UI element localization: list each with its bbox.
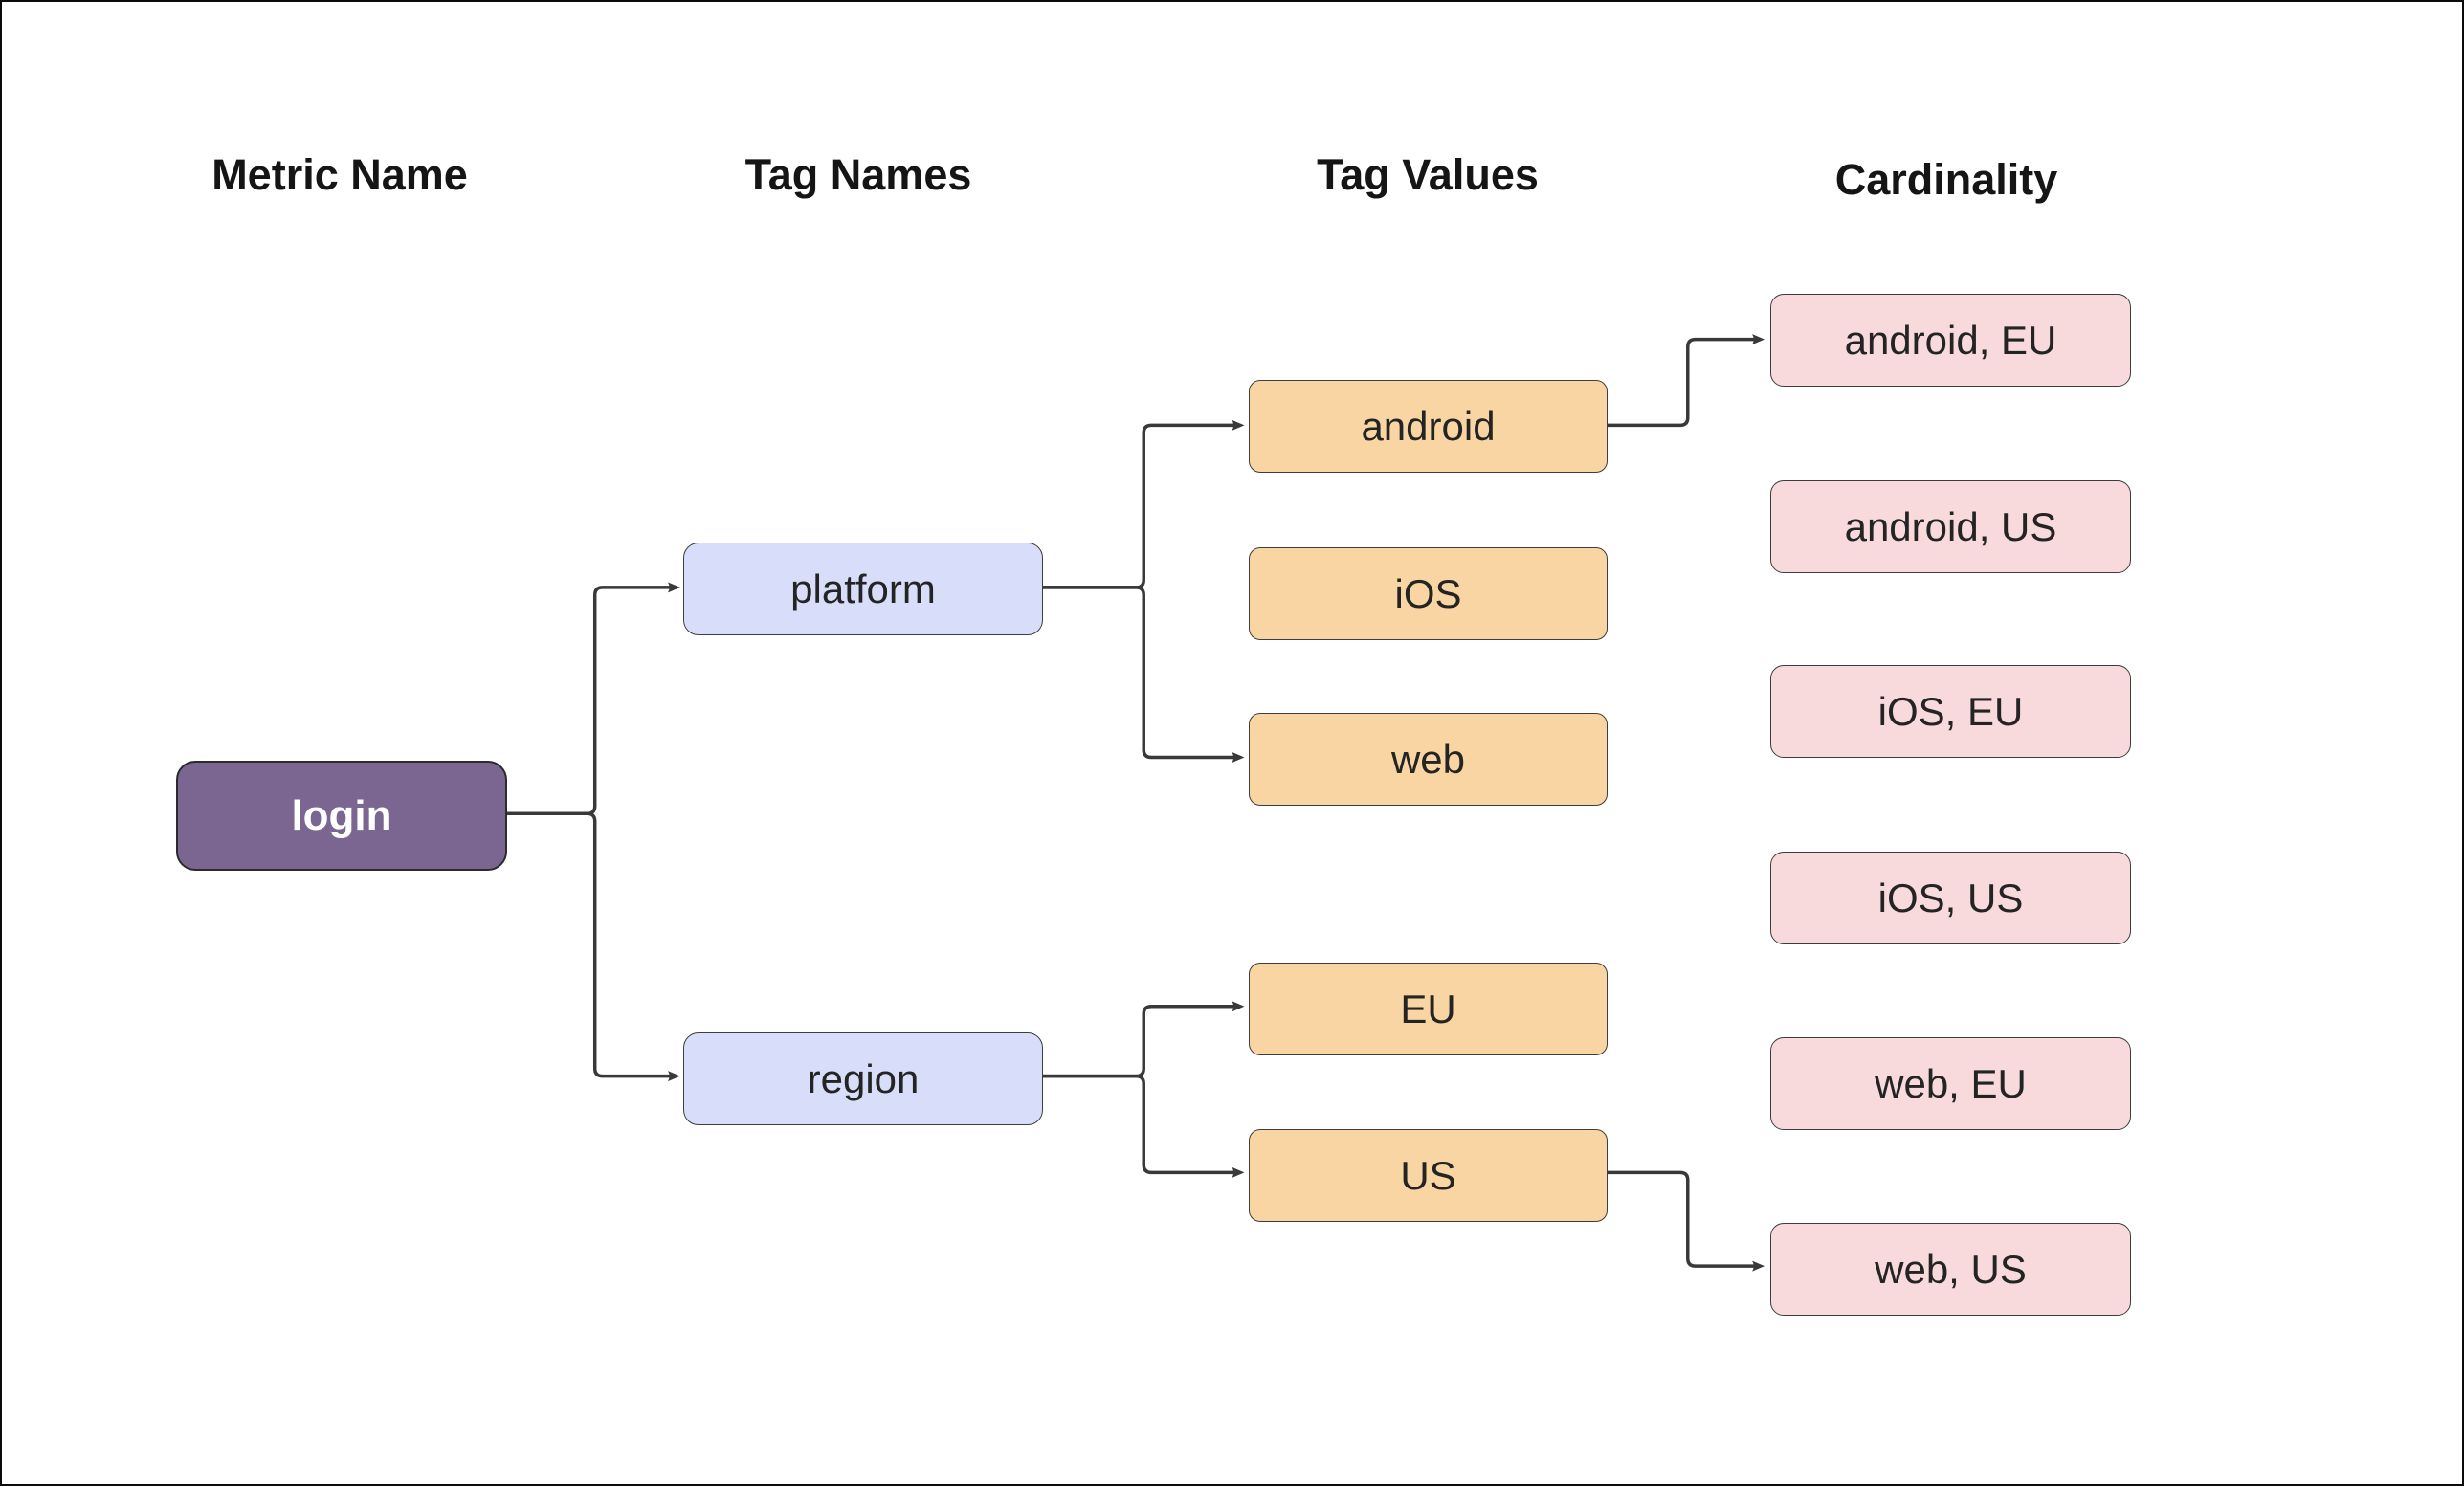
- node-us: US: [1249, 1129, 1608, 1222]
- column-header-cardinality: Cardinality: [1834, 155, 2058, 204]
- edge-login-platform: [506, 582, 680, 816]
- edge-region-eu: [1041, 1001, 1245, 1078]
- node-ios-us: iOS, US: [1770, 852, 2131, 944]
- edge-us-web-us: [1604, 1170, 1765, 1272]
- node-ios-eu: iOS, EU: [1770, 665, 2131, 758]
- column-header-tag-names: Tag Names: [744, 150, 972, 199]
- node-region: region: [683, 1032, 1043, 1125]
- node-android-us: android, US: [1770, 480, 2131, 573]
- node-web: web: [1249, 713, 1608, 806]
- node-web-eu: web, EU: [1770, 1037, 2131, 1130]
- node-android-eu: android, EU: [1770, 294, 2131, 387]
- edge-platform-android: [1041, 419, 1245, 589]
- node-web-us: web, US: [1770, 1223, 2131, 1316]
- node-android: android: [1249, 380, 1608, 473]
- column-header-tag-values: Tag Values: [1317, 150, 1539, 199]
- edge-login-region: [506, 811, 680, 1082]
- edge-region-us: [1041, 1074, 1245, 1178]
- edge-android-android-eu: [1604, 334, 1765, 428]
- node-platform: platform: [683, 543, 1043, 635]
- node-login: login: [176, 761, 507, 871]
- node-ios: iOS: [1249, 547, 1608, 640]
- column-header-metric-name: Metric Name: [211, 150, 468, 199]
- node-eu: EU: [1249, 963, 1608, 1055]
- edge-platform-web: [1041, 586, 1245, 763]
